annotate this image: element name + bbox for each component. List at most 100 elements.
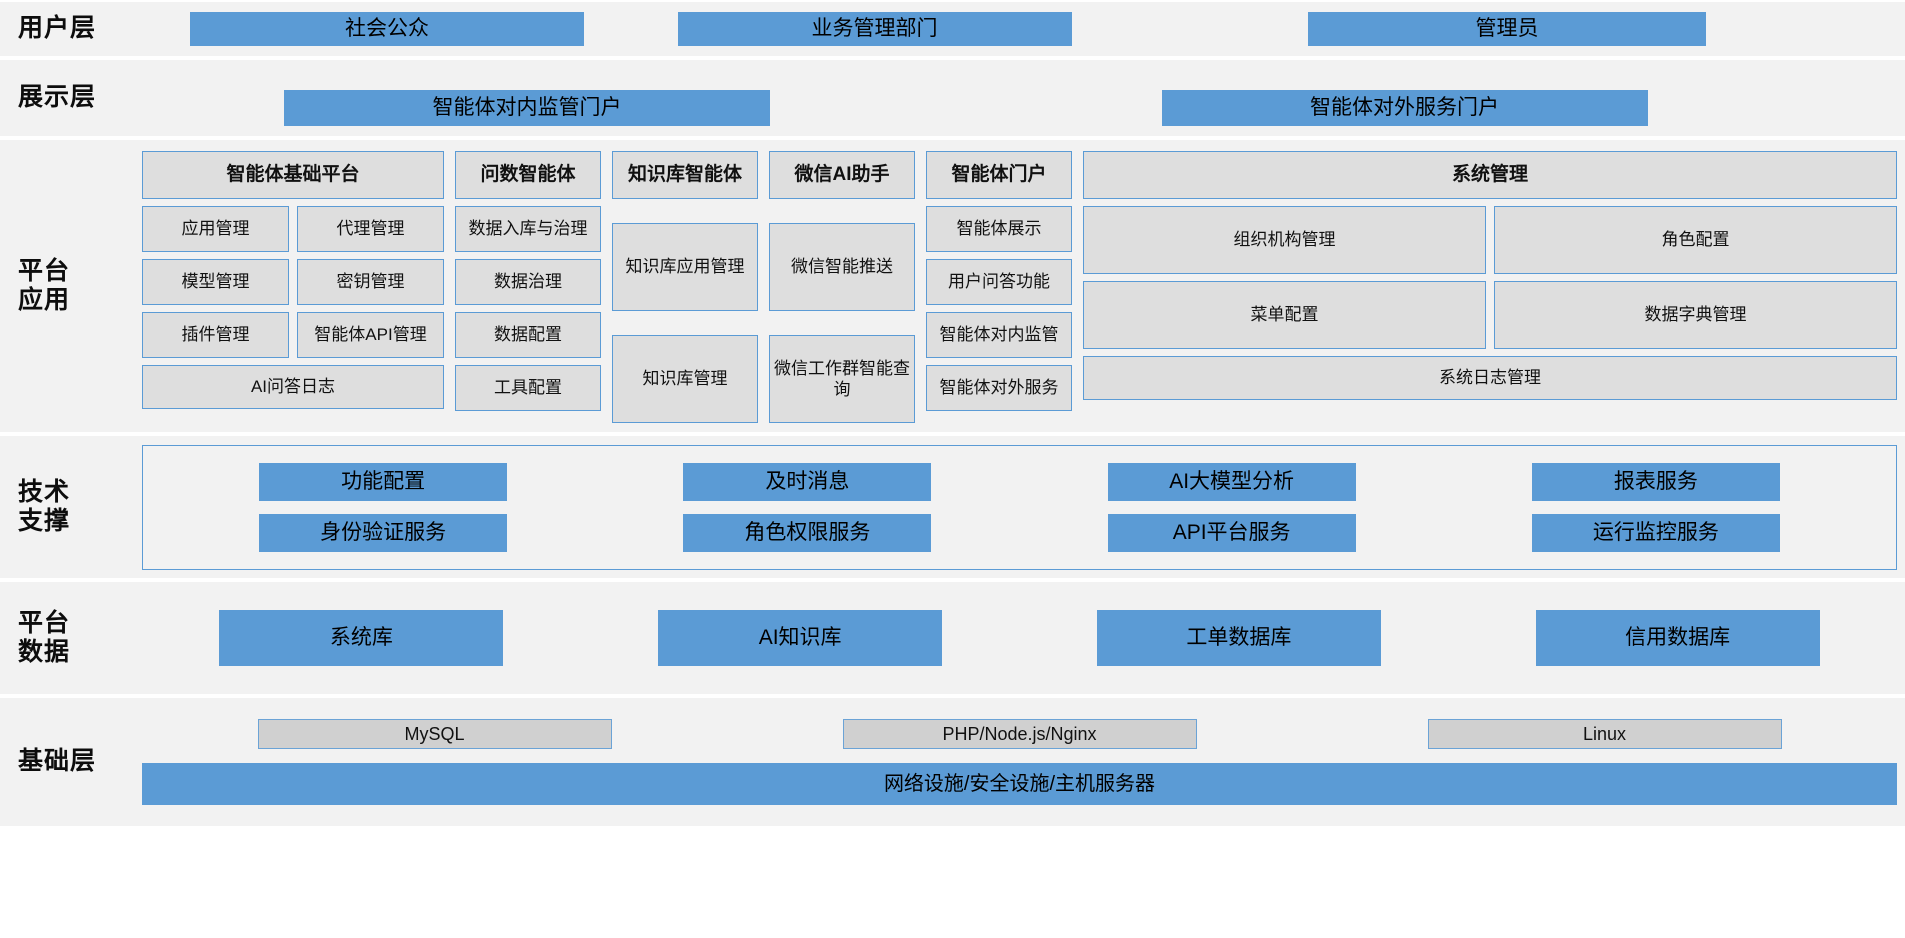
module-wechat-group-smart-query[interactable]: 微信工作群智能查询 — [769, 335, 915, 423]
tech-cell: AI大模型分析 — [1020, 462, 1444, 501]
module-agent-api-management[interactable]: 智能体API管理 — [297, 312, 444, 358]
spacer — [612, 318, 758, 328]
infrastructure-top-row: MySQL PHP/Node.js/Nginx Linux — [142, 719, 1897, 749]
layer-infrastructure-body: MySQL PHP/Node.js/Nginx Linux 网络设施/安全设施/… — [142, 698, 1905, 826]
tech-cell: 角色权限服务 — [595, 513, 1019, 552]
module-plugin-management[interactable]: 插件管理 — [142, 312, 289, 358]
presentation-slot: 智能体对内监管门户 — [142, 90, 912, 126]
module-tool-config[interactable]: 工具配置 — [455, 365, 601, 411]
technical-support-row: 身份验证服务 角色权限服务 API平台服务 运行监控服务 — [171, 513, 1868, 552]
infra-cell: Linux — [1312, 719, 1897, 749]
tech-box-role-permission-service[interactable]: 角色权限服务 — [683, 513, 932, 552]
module-user-qa-function[interactable]: 用户问答功能 — [926, 259, 1072, 305]
layer-technical-support-label: 技术 支撑 — [18, 477, 71, 536]
module-app-management[interactable]: 应用管理 — [142, 206, 289, 252]
module-data-dictionary-management[interactable]: 数据字典管理 — [1494, 281, 1897, 349]
layer-user-label: 用户层 — [18, 14, 97, 43]
module-org-structure-management[interactable]: 组织机构管理 — [1083, 206, 1486, 274]
data-box-ai-knowledge-db[interactable]: AI知识库 — [658, 610, 943, 666]
layer-platform-application-label: 平台 应用 — [18, 256, 71, 315]
tech-box-instant-message[interactable]: 及时消息 — [683, 462, 932, 501]
tech-box-identity-auth-service[interactable]: 身份验证服务 — [259, 513, 508, 552]
group-row: 菜单配置 数据字典管理 — [1083, 281, 1897, 349]
group-header-agent-base-platform: 智能体基础平台 — [142, 151, 444, 199]
platform-data-row: 系统库 AI知识库 工单数据库 信用数据库 — [142, 610, 1897, 666]
infrastructure-bottom-row: 网络设施/安全设施/主机服务器 — [142, 763, 1897, 805]
module-kb-app-management[interactable]: 知识库应用管理 — [612, 223, 758, 311]
tech-box-runtime-monitoring-service[interactable]: 运行监控服务 — [1531, 513, 1780, 552]
group-header-knowledge-base-agent: 知识库智能体 — [612, 151, 758, 199]
layer-user-body: 社会公众 业务管理部门 管理员 — [142, 2, 1905, 56]
data-cell: 工单数据库 — [1020, 610, 1459, 666]
user-slot: 管理员 — [1117, 12, 1905, 46]
user-slot: 业务管理部门 — [632, 12, 1117, 46]
tech-cell: 及时消息 — [595, 462, 1019, 501]
group-row: 应用管理 代理管理 — [142, 206, 444, 252]
module-kb-management[interactable]: 知识库管理 — [612, 335, 758, 423]
infra-box-linux[interactable]: Linux — [1427, 719, 1782, 749]
spacer — [769, 206, 915, 216]
data-cell: AI知识库 — [581, 610, 1020, 666]
module-ai-qa-log[interactable]: AI问答日志 — [142, 365, 444, 409]
group-row: 组织机构管理 角色配置 — [1083, 206, 1897, 274]
tech-box-function-config[interactable]: 功能配置 — [259, 462, 508, 501]
layer-platform-data-label: 平台 数据 — [18, 608, 71, 667]
group-wechat-ai-assistant: 微信AI助手 微信智能推送 微信工作群智能查询 — [769, 151, 915, 423]
user-slot: 社会公众 — [142, 12, 632, 46]
user-box-public[interactable]: 社会公众 — [190, 12, 584, 46]
infra-cell: MySQL — [142, 719, 727, 749]
group-system-management: 系统管理 组织机构管理 角色配置 菜单配置 数据字典管理 系统日志管理 — [1083, 151, 1897, 400]
data-cell: 系统库 — [142, 610, 581, 666]
tech-cell: 功能配置 — [171, 462, 595, 501]
data-box-credit-db[interactable]: 信用数据库 — [1535, 610, 1820, 666]
tech-cell: API平台服务 — [1020, 513, 1444, 552]
module-key-management[interactable]: 密钥管理 — [297, 259, 444, 305]
module-wechat-smart-push[interactable]: 微信智能推送 — [769, 223, 915, 311]
layer-technical-support-body: 功能配置 及时消息 AI大模型分析 报表服务 身份验证服务 — [142, 436, 1905, 578]
group-header-system-management: 系统管理 — [1083, 151, 1897, 199]
group-knowledge-base-agent: 知识库智能体 知识库应用管理 知识库管理 — [612, 151, 758, 423]
layer-platform-application-body: 智能体基础平台 应用管理 代理管理 模型管理 密钥管理 插件管理 智能体API管… — [142, 140, 1905, 432]
infra-box-php-node-nginx[interactable]: PHP/Node.js/Nginx — [842, 719, 1197, 749]
module-agent-management[interactable]: 代理管理 — [297, 206, 444, 252]
layer-presentation-label: 展示层 — [18, 83, 97, 112]
module-data-governance[interactable]: 数据治理 — [455, 259, 601, 305]
group-row: 插件管理 智能体API管理 — [142, 312, 444, 358]
data-box-system-db[interactable]: 系统库 — [219, 610, 504, 666]
group-row: 模型管理 密钥管理 — [142, 259, 444, 305]
tech-box-api-platform-service[interactable]: API平台服务 — [1107, 513, 1356, 552]
module-role-config[interactable]: 角色配置 — [1494, 206, 1897, 274]
module-menu-config[interactable]: 菜单配置 — [1083, 281, 1486, 349]
tech-cell: 运行监控服务 — [1444, 513, 1868, 552]
module-data-config[interactable]: 数据配置 — [455, 312, 601, 358]
module-data-ingestion-governance[interactable]: 数据入库与治理 — [455, 206, 601, 252]
layer-technical-support: 技术 支撑 功能配置 及时消息 AI大模型分析 报表服务 — [0, 434, 1905, 580]
presentation-box-internal-portal[interactable]: 智能体对内监管门户 — [284, 90, 770, 126]
data-box-workorder-db[interactable]: 工单数据库 — [1096, 610, 1381, 666]
module-agent-showcase[interactable]: 智能体展示 — [926, 206, 1072, 252]
group-agent-base-platform: 智能体基础平台 应用管理 代理管理 模型管理 密钥管理 插件管理 智能体API管… — [142, 151, 444, 409]
user-box-admin[interactable]: 管理员 — [1308, 12, 1706, 46]
infra-box-mysql[interactable]: MySQL — [257, 719, 612, 749]
tech-cell: 报表服务 — [1444, 462, 1868, 501]
module-agent-internal-supervision[interactable]: 智能体对内监管 — [926, 312, 1072, 358]
spacer — [612, 206, 758, 216]
group-header-data-query-agent: 问数智能体 — [455, 151, 601, 199]
tech-box-ai-llm-analysis[interactable]: AI大模型分析 — [1107, 462, 1356, 501]
module-model-management[interactable]: 模型管理 — [142, 259, 289, 305]
data-cell: 信用数据库 — [1458, 610, 1897, 666]
group-header-agent-portal: 智能体门户 — [926, 151, 1072, 199]
technical-support-frame: 功能配置 及时消息 AI大模型分析 报表服务 身份验证服务 — [142, 444, 1897, 570]
layer-user: 用户层 社会公众 业务管理部门 管理员 — [0, 0, 1905, 58]
presentation-slot: 智能体对外服务门户 — [912, 90, 1905, 126]
tech-box-report-service[interactable]: 报表服务 — [1531, 462, 1780, 501]
presentation-box-external-portal[interactable]: 智能体对外服务门户 — [1161, 90, 1648, 126]
user-box-business-dept[interactable]: 业务管理部门 — [677, 12, 1072, 46]
layer-platform-data-body: 系统库 AI知识库 工单数据库 信用数据库 — [142, 582, 1905, 694]
module-system-log-management[interactable]: 系统日志管理 — [1083, 356, 1897, 400]
module-agent-external-service[interactable]: 智能体对外服务 — [926, 365, 1072, 411]
infra-box-network-security-host[interactable]: 网络设施/安全设施/主机服务器 — [142, 763, 1897, 805]
group-data-query-agent: 问数智能体 数据入库与治理 数据治理 数据配置 工具配置 — [455, 151, 601, 411]
layer-platform-application: 平台 应用 智能体基础平台 应用管理 代理管理 模型管理 密钥管理 插件管理 智… — [0, 138, 1905, 434]
